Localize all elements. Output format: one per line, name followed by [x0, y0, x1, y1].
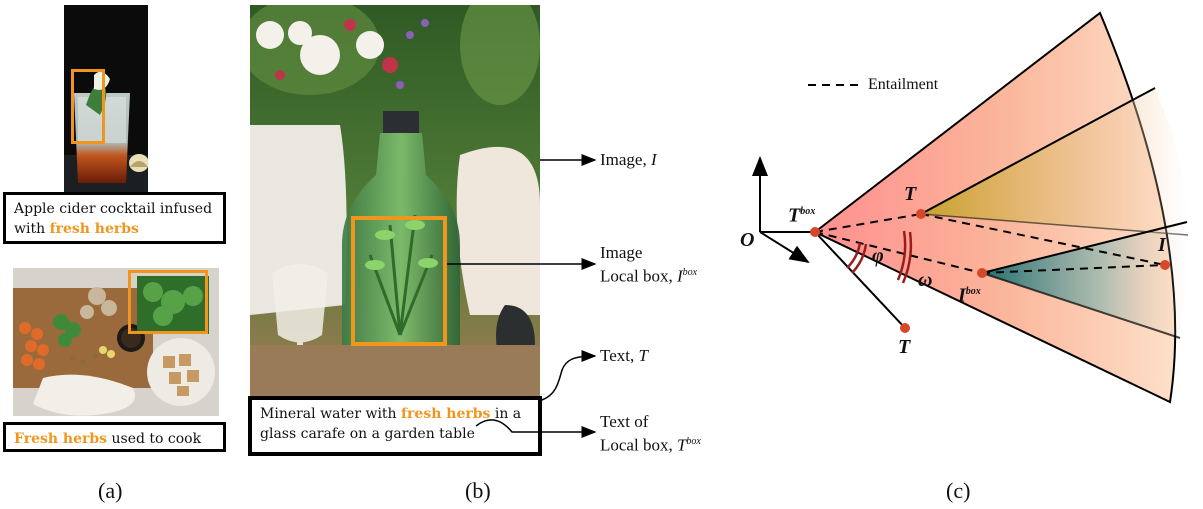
point-ibox — [977, 268, 987, 278]
label-text-box-line1: Text of — [600, 412, 649, 431]
caption-mineral-water: Mineral water with fresh herbs in a glas… — [248, 396, 542, 456]
label-t-upper-text: T — [904, 183, 917, 205]
panel-b-arrows — [447, 154, 597, 438]
label-text: Text, T — [600, 346, 648, 366]
caption-mineral-water-highlight: fresh herbs — [401, 406, 491, 422]
axis-z — [759, 231, 810, 264]
point-i — [1160, 260, 1170, 270]
caption-cooking: Fresh herbs used to cook — [3, 422, 226, 452]
label-omega: ω — [918, 270, 932, 290]
cooking-local-box — [128, 270, 208, 334]
caption-cocktail-highlight: fresh herbs — [49, 221, 139, 237]
arc-phi — [846, 242, 862, 269]
point-tbox — [810, 227, 820, 237]
label-i: I — [1158, 235, 1166, 255]
arc-omega — [896, 230, 907, 281]
arrow-text-box — [475, 419, 597, 438]
panel-a: Apple cider cocktail infused with fresh … — [0, 0, 235, 509]
cooking-photo — [13, 268, 219, 416]
label-tbox-text: T — [788, 204, 801, 227]
label-text-box: Text of Local box, Tbox — [600, 412, 701, 456]
label-phi-text: φ — [872, 245, 884, 267]
caption-cooking-highlight: Fresh herbs — [14, 431, 108, 447]
garden-photo — [250, 5, 540, 400]
caption-mineral-water-post: in a glass carafe on a garden table — [260, 406, 522, 442]
panel-b: Mineral water with fresh herbs in a glas… — [240, 0, 740, 509]
label-text-sym: T — [638, 346, 648, 365]
label-origin-text: O — [740, 229, 755, 251]
label-t-lower: T — [898, 337, 910, 357]
arrow-text — [541, 350, 597, 401]
label-ibox-sup: box — [965, 286, 981, 297]
label-local-box-sym: I — [676, 266, 683, 286]
label-image-sym: I — [650, 150, 657, 169]
legend-entailment: Entailment — [868, 76, 939, 93]
label-text-text: Text, — [600, 346, 639, 365]
label-text-box-sym: T — [676, 435, 687, 455]
label-local-box: Image Local box, Ibox — [600, 243, 697, 287]
panel-c-label: (c) — [946, 478, 971, 503]
label-ibox: Ibox — [958, 282, 981, 306]
label-tbox-sup: box — [800, 206, 816, 217]
label-t-upper: T — [904, 184, 916, 204]
label-text-box-line2: Local box, — [600, 435, 677, 455]
panel-a-label: (a) — [98, 478, 123, 503]
cone-t — [921, 88, 1188, 235]
cocktail-local-box — [71, 69, 105, 144]
label-image-text: Image, — [600, 150, 651, 169]
label-phi: φ — [872, 246, 884, 266]
label-omega-text: ω — [918, 269, 933, 291]
point-t — [916, 209, 926, 219]
label-local-box-sup: box — [682, 267, 698, 278]
caption-cocktail: Apple cider cocktail infused with fresh … — [3, 192, 226, 244]
panel-b-label: (b) — [465, 478, 491, 503]
caption-cocktail-text: Apple cider cocktail infused with — [14, 201, 213, 237]
caption-mineral-water-pre: Mineral water with — [260, 406, 402, 422]
label-text-box-sup: box — [686, 436, 701, 447]
label-origin: O — [740, 230, 754, 250]
point-t-lower — [900, 323, 910, 333]
label-local-box-line2: Local box, — [600, 266, 677, 286]
label-image: Image, I — [600, 150, 657, 170]
label-local-box-line1: Image — [600, 243, 643, 262]
label-i-text: I — [1158, 234, 1166, 256]
label-tbox: Tbox — [788, 202, 815, 226]
label-t-lower-text: T — [898, 336, 911, 358]
bottle-local-box — [351, 216, 447, 346]
label-ibox-text: I — [958, 284, 966, 307]
caption-cooking-text: used to cook — [107, 431, 202, 447]
cone-ibox — [982, 222, 1188, 338]
